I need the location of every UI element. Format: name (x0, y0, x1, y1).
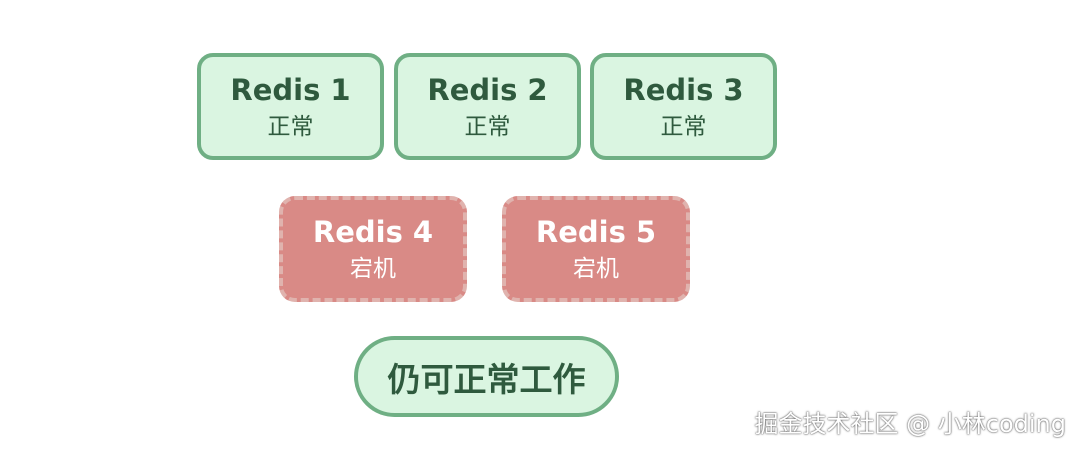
redis-node-5: Redis 5 宕机 (502, 196, 690, 302)
node-title: Redis 2 (427, 72, 548, 107)
result-badge: 仍可正常工作 (354, 336, 619, 417)
node-status: 正常 (660, 113, 707, 140)
redis-node-2: Redis 2 正常 (394, 53, 581, 160)
watermark: 掘金技术社区 @ 小林coding (754, 410, 1066, 438)
node-status: 宕机 (573, 256, 619, 282)
redis-node-3: Redis 3 正常 (590, 53, 777, 160)
node-status: 正常 (267, 113, 314, 140)
redis-node-1: Redis 1 正常 (197, 53, 384, 160)
node-title: Redis 3 (623, 72, 744, 107)
redis-node-4: Redis 4 宕机 (279, 196, 467, 302)
node-title: Redis 5 (535, 215, 657, 249)
node-title: Redis 4 (312, 215, 434, 249)
node-status: 宕机 (350, 256, 396, 282)
node-status: 正常 (464, 113, 511, 140)
node-title: Redis 1 (230, 72, 351, 107)
